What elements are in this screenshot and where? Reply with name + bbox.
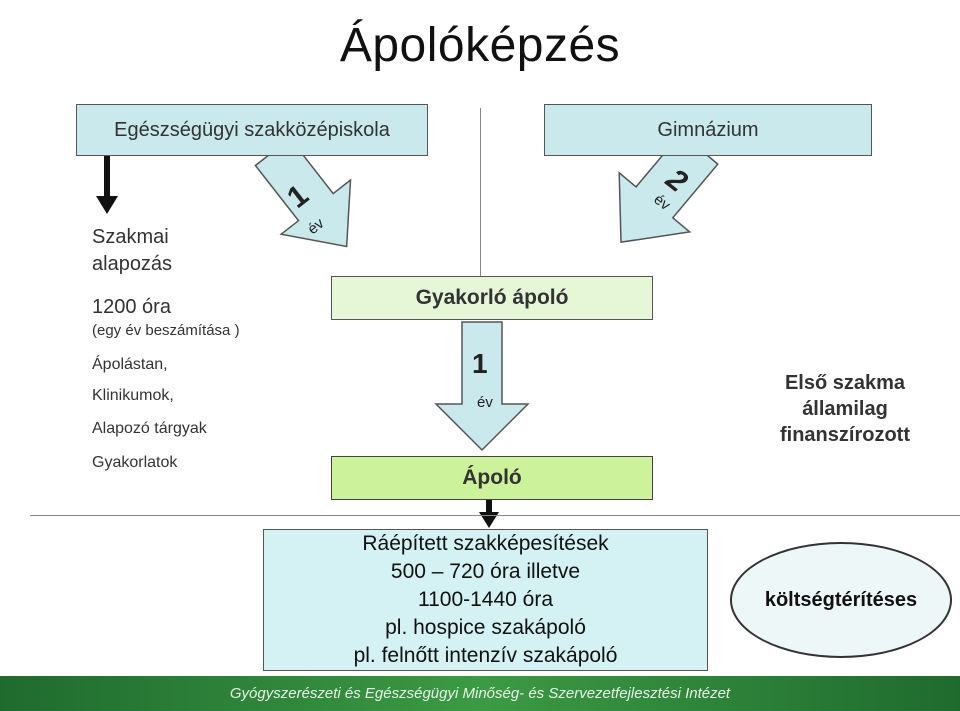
subject-practice: Gyakorlatok	[92, 454, 178, 471]
center-divider	[480, 108, 481, 276]
first-program-note: Első szakma államilag finanszírozott	[750, 370, 940, 448]
subject-nursing: Ápolástan,	[92, 356, 168, 373]
nurse-down-arrowhead	[479, 512, 499, 528]
additional-line2: 500 – 720 óra illetve	[390, 560, 581, 583]
first-program-line3: finanszírozott	[780, 424, 910, 446]
page-title: Ápolóképzés	[339, 19, 621, 72]
hours-label: 1200 óra	[92, 296, 171, 318]
basic-training-line1: Szakmai	[92, 226, 169, 248]
fee-label: költségtérítéses	[764, 588, 918, 611]
additional-line5: pl. felnőtt intenzív szakápoló	[353, 644, 618, 667]
gymnasium-box: Gimnázium	[544, 104, 872, 156]
footer-text: Gyógyszerészeti és Egészségügyi Minőség-…	[229, 685, 731, 702]
nurse-box: Ápoló	[331, 456, 653, 500]
credit-label: (egy év beszámítása )	[92, 322, 240, 339]
center-down-arrow	[434, 321, 530, 452]
horizontal-divider	[30, 515, 960, 516]
practicing-nurse-box: Gyakorló ápoló	[331, 276, 653, 320]
center-arrow-unit: év	[477, 394, 493, 411]
basic-training-line2: alapozás	[92, 253, 173, 275]
center-arrow-number: 1	[472, 348, 488, 379]
right-diagonal-arrow	[618, 132, 719, 244]
additional-qualifications-box: Ráépített szakképesítések 500 – 720 óra …	[263, 529, 708, 671]
subject-basic: Alapozó tárgyak	[92, 420, 207, 437]
first-program-line1: Első szakma	[784, 372, 906, 394]
subject-clinical: Klinikumok,	[92, 387, 174, 404]
school-down-arrowhead	[96, 196, 118, 214]
first-program-line2: államilag	[802, 398, 888, 420]
footer-bar	[0, 676, 960, 711]
additional-line1: Ráépített szakképesítések	[362, 532, 609, 555]
additional-line3: 1100-1440 óra	[417, 588, 554, 611]
additional-line4: pl. hospice szakápoló	[385, 616, 586, 639]
fee-ellipse: költségtérítéses	[730, 542, 952, 658]
school-box: Egészségügyi szakközépiskola	[76, 104, 428, 156]
